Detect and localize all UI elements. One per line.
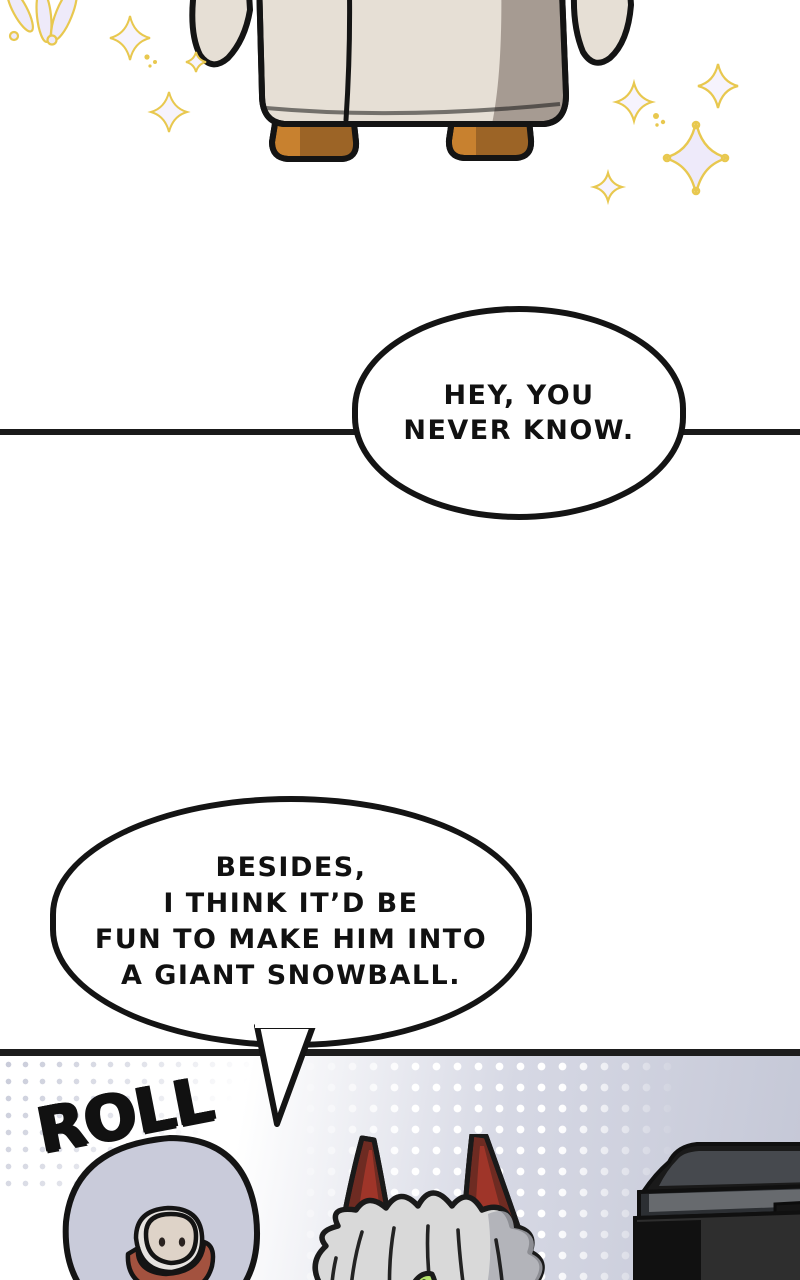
panel-top	[0, 0, 800, 300]
speech-bubble-2-text: BESIDES, I THINK IT’D BE FUN TO MAKE HIM…	[94, 851, 488, 992]
divider-line-right	[672, 429, 800, 435]
coat-character	[189, 0, 634, 162]
sparkle-cluster-right	[589, 63, 739, 206]
demon-character	[312, 1134, 545, 1280]
speech-bubble-1-text: HEY, YOU NEVER KNOW.	[403, 379, 635, 446]
sparkle-cluster-left	[6, 0, 207, 133]
divider-line-left	[0, 429, 368, 435]
speech-bubble-2: BESIDES, I THINK IT’D BE FUN TO MAKE HIM…	[50, 796, 532, 1048]
dark-machine	[633, 1142, 800, 1280]
panel-bottom	[0, 1049, 800, 1280]
snowball-character	[62, 1135, 260, 1280]
speech-bubble-1: HEY, YOU NEVER KNOW.	[352, 306, 686, 520]
speech-bubble-2-tail	[254, 1020, 325, 1127]
